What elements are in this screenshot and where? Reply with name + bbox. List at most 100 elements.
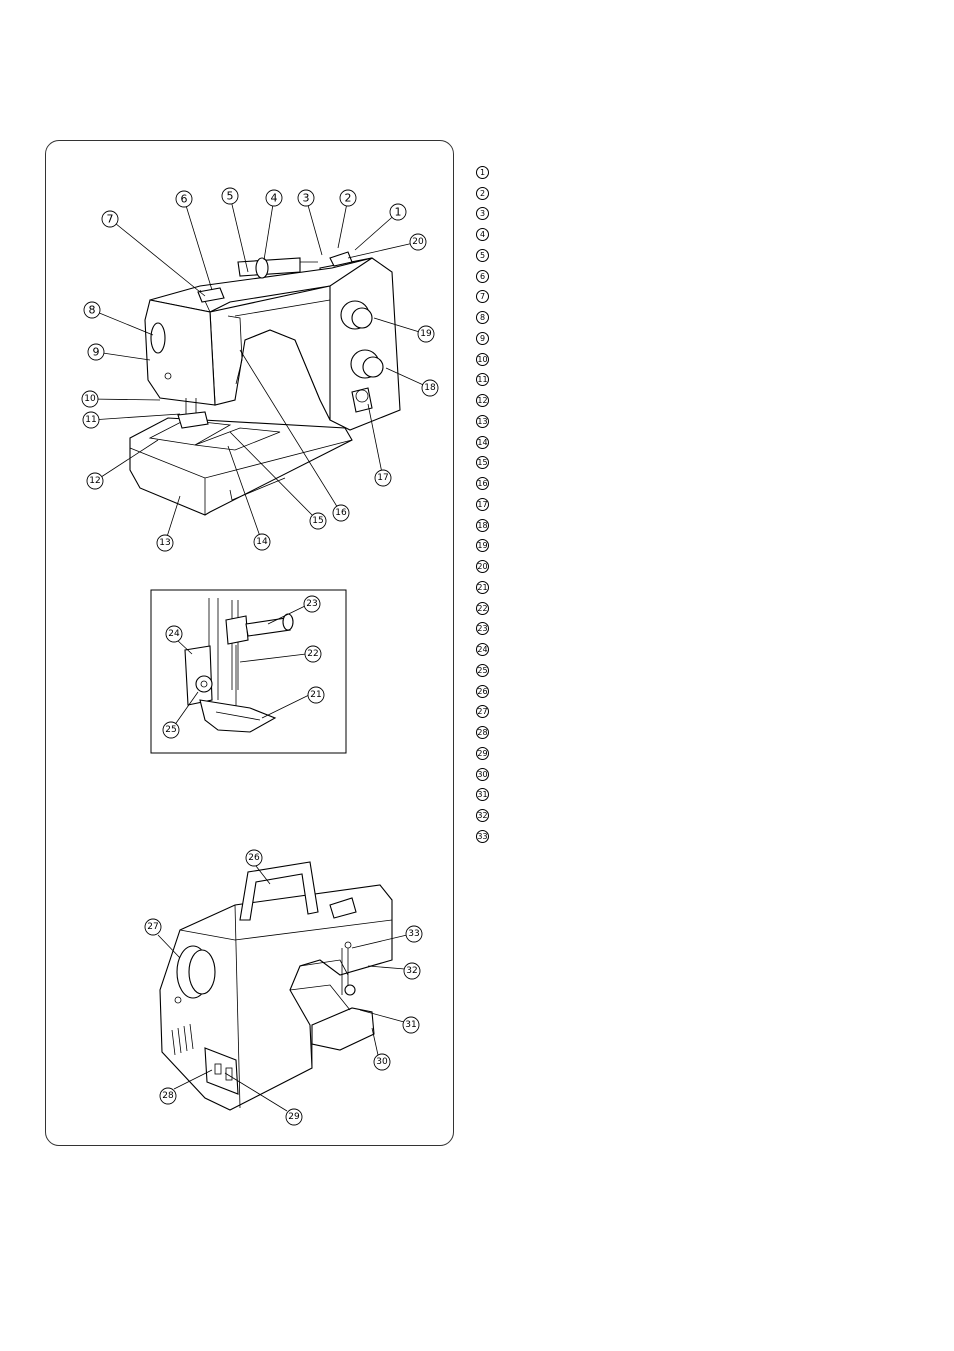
legend-number: 21: [476, 580, 489, 594]
svg-text:25: 25: [165, 725, 176, 735]
svg-text:24: 24: [168, 629, 180, 639]
legend-item: 13: [476, 411, 489, 432]
callout-32: 32: [403, 962, 421, 980]
svg-text:1: 1: [395, 206, 402, 219]
svg-text:31: 31: [405, 1020, 416, 1030]
svg-text:20: 20: [412, 237, 424, 247]
callout-4: 4: [265, 189, 283, 207]
legend-number: 5: [476, 248, 489, 262]
svg-text:4: 4: [271, 192, 278, 205]
legend-number: 18: [476, 518, 489, 532]
inset-leaders: [173, 605, 310, 727]
svg-text:23: 23: [306, 599, 317, 609]
legend-number: 23: [476, 622, 489, 636]
legend-number: 29: [476, 746, 489, 760]
legend-item: 19: [476, 536, 489, 557]
legend-item: 24: [476, 639, 489, 660]
callout-26: 26: [245, 849, 263, 867]
legend-number: 7: [476, 290, 489, 304]
legend-item: 25: [476, 660, 489, 681]
legend-number: 20: [476, 560, 489, 574]
presser-foot-inset-frame: [150, 589, 347, 754]
legend-number: 28: [476, 726, 489, 740]
legend-number: 12: [476, 394, 489, 408]
legend-item: 11: [476, 370, 489, 391]
legend-number: 32: [476, 809, 489, 823]
callout-1: 1: [389, 203, 407, 221]
legend-item: 28: [476, 722, 489, 743]
svg-text:22: 22: [307, 649, 318, 659]
svg-text:29: 29: [288, 1112, 300, 1122]
legend-number: 33: [476, 829, 489, 843]
svg-text:32: 32: [406, 966, 417, 976]
callout-21: 21: [307, 686, 325, 704]
legend-number: 9: [476, 331, 489, 345]
callout-23: 23: [303, 595, 321, 613]
svg-text:10: 10: [84, 394, 96, 404]
svg-text:15: 15: [312, 516, 323, 526]
callout-5: 5: [221, 187, 239, 205]
front-view-machine: [129, 251, 401, 516]
legend-number: 13: [476, 414, 489, 428]
legend-item: 20: [476, 556, 489, 577]
callout-12: 12: [86, 472, 104, 490]
figure-panel: [45, 140, 454, 1146]
legend-item: 8: [476, 307, 489, 328]
legend-number: 27: [476, 705, 489, 719]
svg-text:12: 12: [89, 476, 100, 486]
legend-item: 9: [476, 328, 489, 349]
legend-item: 7: [476, 287, 489, 308]
legend-number: 26: [476, 684, 489, 698]
legend-number: 3: [476, 207, 489, 221]
legend-number: 17: [476, 497, 489, 511]
svg-text:30: 30: [376, 1057, 388, 1067]
svg-text:19: 19: [420, 329, 432, 339]
callout-11: 11: [82, 411, 100, 429]
callout-30: 30: [373, 1053, 391, 1071]
svg-text:8: 8: [89, 304, 96, 317]
legend-item: 29: [476, 743, 489, 764]
legend-item: 17: [476, 494, 489, 515]
legend-number: 11: [476, 373, 489, 387]
legend-item: 12: [476, 390, 489, 411]
legend-item: 31: [476, 785, 489, 806]
legend-number: 4: [476, 228, 489, 242]
callout-29: 29: [285, 1108, 303, 1126]
legend-number: 25: [476, 663, 489, 677]
legend-number: 1: [476, 165, 489, 179]
callout-22: 22: [304, 645, 322, 663]
legend-item: 14: [476, 432, 489, 453]
legend-number: 30: [476, 767, 489, 781]
parts-legend-list: 1 2 3 4 5 6 7 8 9 10 11 12 13 14 15 16 1…: [476, 162, 489, 847]
legend-item: 22: [476, 598, 489, 619]
svg-text:33: 33: [408, 929, 419, 939]
svg-text:17: 17: [377, 473, 388, 483]
legend-item: 6: [476, 266, 489, 287]
callout-3: 3: [297, 189, 315, 207]
svg-text:11: 11: [85, 415, 96, 425]
legend-item: 30: [476, 764, 489, 785]
callout-9: 9: [87, 343, 105, 361]
legend-item: 5: [476, 245, 489, 266]
svg-text:7: 7: [107, 213, 114, 226]
svg-text:3: 3: [303, 192, 310, 205]
front-view-leaders: [89, 195, 431, 544]
callout-8: 8: [83, 301, 101, 319]
legend-item: 1: [476, 162, 489, 183]
callout-18: 18: [421, 379, 439, 397]
legend-number: 24: [476, 643, 489, 657]
callout-7: 7: [101, 210, 119, 228]
legend-item: 18: [476, 515, 489, 536]
rear-view-machine: [159, 861, 393, 1111]
svg-text:28: 28: [162, 1091, 174, 1101]
legend-item: 3: [476, 204, 489, 225]
svg-text:18: 18: [424, 383, 436, 393]
legend-number: 15: [476, 456, 489, 470]
callout-2: 2: [339, 189, 357, 207]
legend-number: 14: [476, 435, 489, 449]
callout-31: 31: [402, 1016, 420, 1034]
callout-19: 19: [417, 325, 435, 343]
svg-text:14: 14: [256, 537, 268, 547]
svg-text:27: 27: [147, 922, 158, 932]
